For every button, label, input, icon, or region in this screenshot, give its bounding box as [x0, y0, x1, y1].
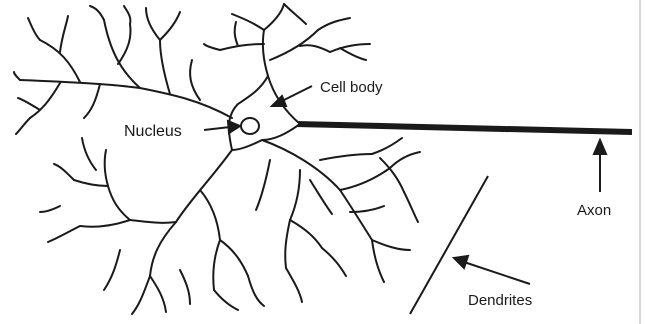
dendrites-label: Dendrites	[468, 292, 532, 309]
axon-label: Axon	[577, 202, 611, 219]
dendrites	[14, 4, 420, 314]
nucleus-label: Nucleus	[124, 123, 182, 140]
axon	[296, 124, 632, 132]
nucleus	[241, 118, 259, 134]
dendrites-arrowhead	[454, 256, 468, 268]
axon-arrowhead	[594, 140, 606, 154]
cell-body-label: Cell body	[320, 79, 383, 96]
cell-body	[229, 76, 300, 150]
